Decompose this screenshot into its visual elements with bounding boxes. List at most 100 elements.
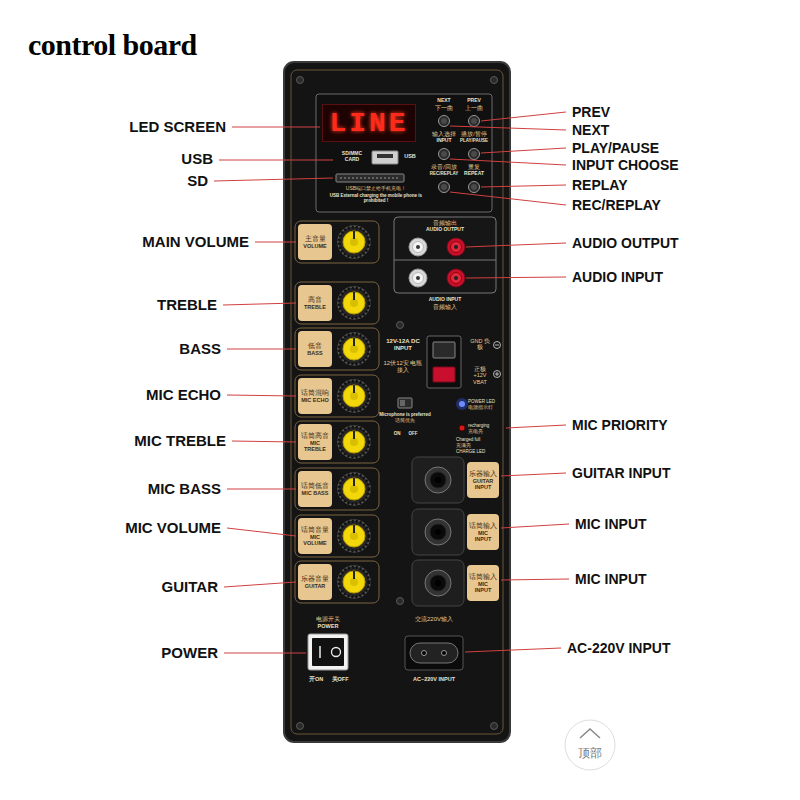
leader-line	[481, 112, 566, 121]
panel-print: 电源开关	[308, 616, 348, 623]
on-mark	[319, 646, 321, 658]
panel-print: USB端口禁止给手机充电！	[324, 186, 428, 192]
leader-line	[466, 277, 566, 278]
panel-print: AUDIO INPUT	[415, 297, 475, 303]
tab-text: MIC INPUT	[469, 581, 497, 593]
mic-volume-knob	[338, 520, 370, 552]
tab-text: 话筒低音	[301, 482, 329, 490]
usb-port-tongue	[377, 154, 393, 158]
button	[469, 149, 480, 160]
panel-print: 12V-12A DC INPUT	[383, 338, 423, 352]
tab-text: 话筒高音	[301, 432, 329, 440]
power-led-glow	[456, 398, 468, 410]
callout-label: MAIN VOLUME	[142, 233, 249, 250]
callout-label: USB	[181, 150, 213, 167]
panel-print: 音频输出	[415, 220, 475, 226]
leader-line	[214, 178, 333, 181]
rca-jack-red	[447, 269, 465, 287]
screw	[491, 723, 498, 730]
panel-print: 输入选择	[429, 131, 459, 137]
rca-jack-red	[447, 238, 465, 256]
button	[439, 149, 450, 160]
sd-slot	[336, 174, 404, 182]
tab-text: BASS	[307, 350, 322, 356]
leader-line	[450, 159, 566, 165]
plus-symbol	[497, 372, 498, 376]
ac-inlet	[405, 636, 463, 670]
panel-print: POWER	[308, 623, 348, 629]
tab-text: 话筒输入	[469, 573, 497, 580]
knob-label-tab: 高音TREBLE	[298, 285, 332, 321]
callout-label: SD	[187, 172, 208, 189]
button	[439, 116, 450, 127]
knob-label-tab: 主音量VOLUME	[298, 224, 332, 260]
diagram-title: control board	[28, 28, 197, 62]
switch-lever	[400, 400, 405, 406]
knob-row-frame	[295, 561, 379, 603]
button-text: 顶部	[578, 745, 602, 762]
screw	[297, 723, 304, 730]
terminal-clip-black	[433, 342, 455, 358]
jack-label-tab: 乐器输入GUITAR INPUT	[467, 462, 499, 498]
back-to-top-circle	[565, 720, 615, 770]
bass-knob	[338, 333, 370, 365]
panel-print: 开ON	[305, 676, 327, 682]
leader-line	[227, 489, 296, 490]
panel-print: AUDIO OUTPUT	[415, 227, 475, 233]
panel-print: 电源指示灯	[468, 405, 502, 411]
button	[469, 116, 480, 127]
panel-print: 充电亮	[468, 429, 502, 435]
panel-print: CHARGE LED	[456, 449, 498, 454]
panel-print: 12伏12安 电瓶接入	[383, 360, 423, 374]
leader-line	[501, 473, 566, 476]
mic-echo-knob	[338, 380, 370, 412]
panel-print: SD/MMC CARD	[337, 151, 367, 163]
leader-line	[227, 528, 296, 536]
panel-print: 充满亮	[456, 443, 498, 449]
panel-print: 交流220V输入	[404, 616, 464, 623]
tab-text: GUITAR INPUT	[469, 478, 497, 490]
callout-label: AUDIO INPUT	[572, 269, 663, 285]
knob-row-frame	[295, 515, 379, 557]
panel-print: 播放/暂停	[459, 131, 489, 137]
panel-print: USB	[400, 153, 420, 159]
panel-print: 上一曲	[459, 105, 489, 111]
leader-line	[223, 303, 296, 305]
button	[439, 182, 450, 193]
panel-print: REPEAT	[459, 171, 489, 177]
callout-label: MIC BASS	[148, 480, 221, 497]
callout-label: REC/REPLAY	[572, 197, 661, 213]
leader-line	[227, 395, 296, 396]
power-switch-rocker	[312, 638, 344, 666]
tab-text: GUITAR	[305, 583, 326, 589]
callout-label: MIC ECHO	[146, 386, 221, 403]
leader-line	[219, 160, 333, 161]
panel-print: OFF	[406, 431, 420, 436]
screw	[297, 77, 304, 84]
callout-label: MIC TREBLE	[134, 432, 226, 449]
knob-label-tab: 话筒低音MIC BASS	[298, 471, 332, 507]
tab-text: MIC BASS	[302, 490, 329, 496]
knob-label-tab: 话筒高音MIC TREBLE	[298, 424, 332, 460]
knob-row-frame	[295, 328, 379, 370]
callout-label: PREV	[572, 104, 610, 120]
panel-housing	[284, 62, 510, 742]
minus-symbol	[494, 342, 501, 349]
back-to-top-button: 顶部	[565, 720, 615, 770]
rca-jack-white	[409, 269, 427, 287]
leader-line	[450, 126, 566, 130]
tab-text: MIC TREBLE	[300, 440, 330, 452]
leader-line	[466, 243, 566, 247]
screw	[397, 598, 404, 605]
guitar-knob	[338, 566, 370, 598]
leader-line	[481, 185, 566, 187]
rca-jack-white	[409, 238, 427, 256]
knob-label-tab: 乐器音量GUITAR	[298, 564, 332, 600]
callout-label: MIC INPUT	[575, 571, 647, 587]
terminal-clip-red	[433, 367, 455, 382]
callout-label: AUDIO OUTPUT	[572, 235, 679, 251]
up-arrow	[580, 729, 600, 738]
callout-label: TREBLE	[157, 296, 217, 313]
knob-row-frame	[295, 421, 379, 463]
